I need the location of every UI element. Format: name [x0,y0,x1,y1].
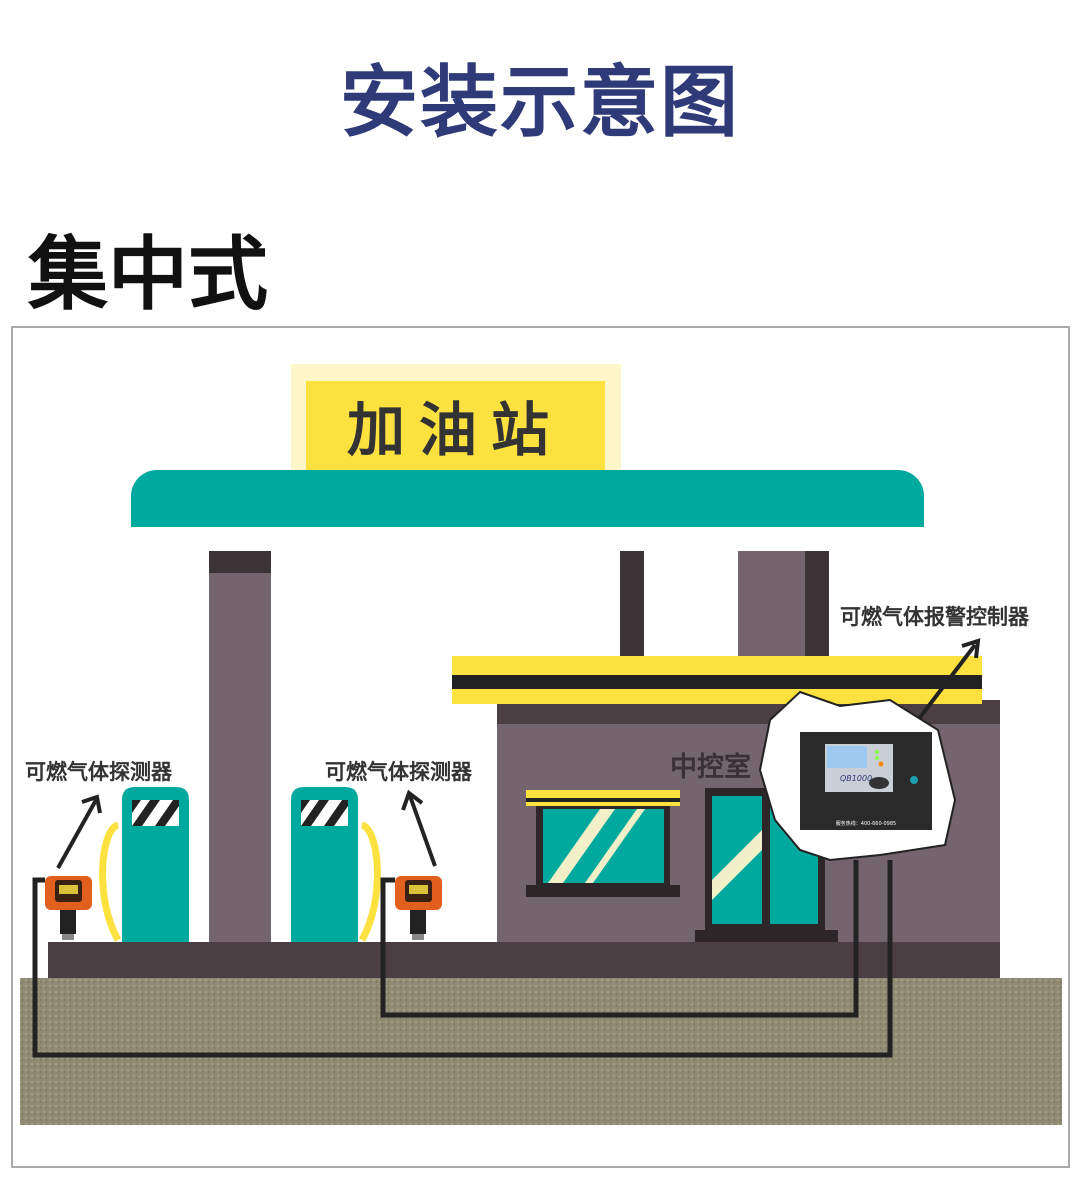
station-sign [306,381,605,470]
control-room-label: 中控室 [670,751,751,783]
chimney [620,551,644,656]
alarm-controller: QB1000 服务热线：400-660-0985 [800,732,932,830]
controller-hotline: 服务热线：400-660-0985 [836,820,896,827]
arrow-icon [56,638,981,869]
wire [380,860,859,1018]
platform [48,942,1000,978]
controller-model: QB1000 [840,774,872,783]
detector-label-right: 可燃气体探测器 [325,760,473,784]
detector-label-left: 可燃气体探测器 [25,760,173,784]
pillar [209,551,271,942]
gas-detector-right [395,876,442,940]
station-sign-text: 加油站 [347,396,563,464]
controller-label: 可燃气体报警控制器 [840,605,1030,629]
section-subtitle: 集中式 [28,228,268,321]
ground [20,978,1062,1125]
wire [32,860,893,1058]
fuel-pump [99,787,189,942]
page-title: 安装示意图 [339,58,740,148]
fuel-pump [291,787,381,942]
gas-detector-left [45,876,92,940]
